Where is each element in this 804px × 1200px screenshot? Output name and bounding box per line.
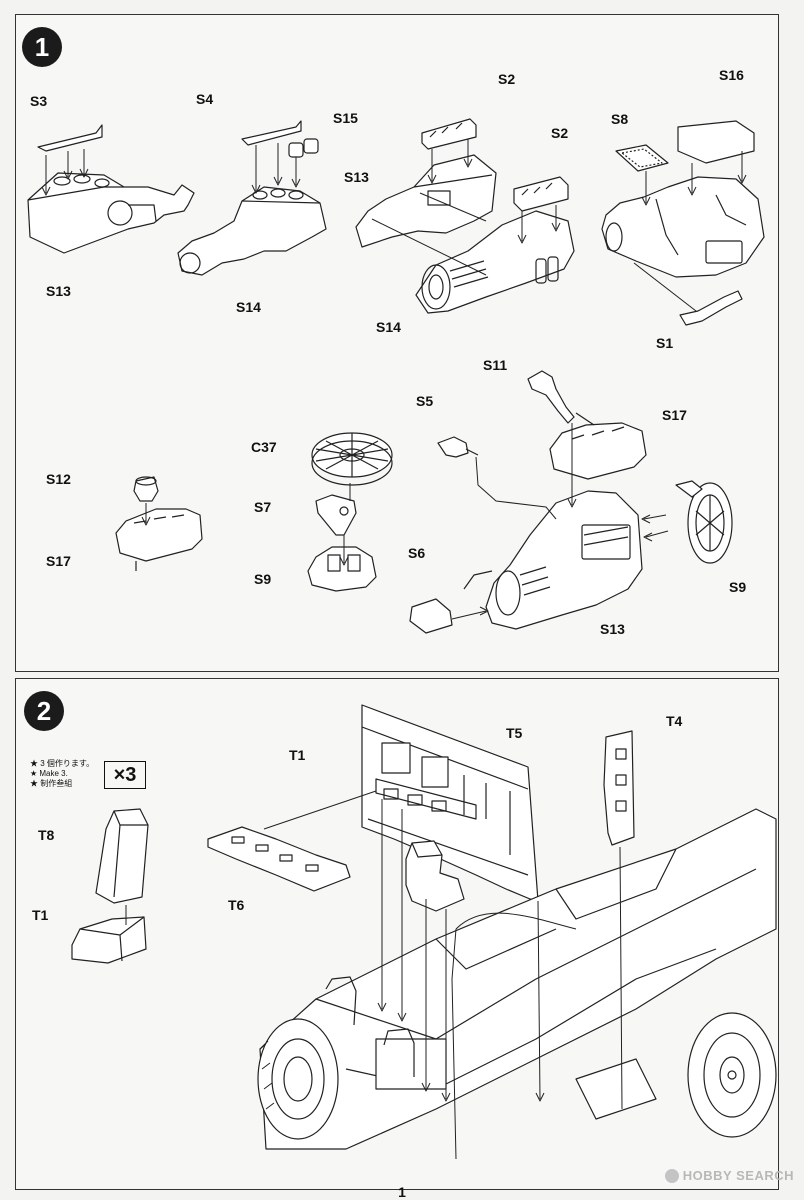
label-t1-seat: T1 — [32, 907, 49, 923]
assembly-arrows-step2 — [377, 799, 623, 1160]
label-s8: S8 — [611, 111, 629, 127]
label-s14-middle: S14 — [236, 299, 261, 315]
engine-assembly-lower — [463, 490, 643, 630]
label-s13-left: S13 — [46, 283, 71, 299]
label-t8: T8 — [38, 827, 55, 843]
control-unit-s17-right — [549, 412, 647, 480]
instrument-panel-t1 — [361, 704, 539, 902]
label-s17-right: S17 — [662, 407, 687, 423]
label-s9-flywheel: S9 — [729, 579, 747, 595]
bracket-t4 — [603, 730, 635, 846]
assembly-arrows-lower — [141, 423, 669, 620]
assembly-s9-small — [307, 546, 377, 592]
label-s12: S12 — [46, 471, 71, 487]
engine-assembly-right — [601, 176, 765, 278]
label-s4: S4 — [196, 91, 214, 107]
step-2-badge: 2 — [24, 691, 64, 731]
part-s4 — [241, 120, 302, 146]
control-unit-s17-left — [115, 508, 203, 571]
label-s6: S6 — [408, 545, 426, 561]
label-t5: T5 — [506, 725, 523, 741]
part-s12 — [133, 476, 159, 502]
step-1-number: 1 — [34, 31, 50, 62]
flywheel-s9 — [675, 480, 733, 564]
label-t1-panel: T1 — [289, 747, 306, 763]
part-s15 — [288, 138, 319, 158]
page-number: 1 — [398, 1184, 406, 1200]
label-t4: T4 — [666, 713, 683, 729]
wheel-left — [257, 1018, 339, 1140]
watermark-logo-icon — [664, 1168, 679, 1183]
engine-block-s13-left — [27, 172, 195, 254]
label-s13-right: S13 — [344, 169, 369, 185]
note-line-jp: ★ 3 個作ります。 — [30, 759, 95, 768]
label-s14-lower: S14 — [376, 319, 401, 335]
step-1-drawing — [27, 118, 765, 634]
label-s15: S15 — [333, 110, 358, 126]
label-t6: T6 — [228, 897, 245, 913]
watermark-text: HOBBY SEARCH — [682, 1168, 794, 1183]
watermark: HOBBY SEARCH — [664, 1168, 794, 1183]
make-three-note: ★ 3 個作ります。 ★ Make 3. ★ 制作叁組 — [30, 759, 94, 789]
assembly-arrows-top — [41, 139, 747, 312]
part-s8 — [615, 144, 669, 172]
part-s16 — [677, 120, 755, 164]
label-s9-small: S9 — [254, 571, 272, 587]
bracket-s7 — [315, 494, 357, 536]
part-s3 — [37, 124, 103, 152]
label-s11: S11 — [483, 357, 508, 373]
part-s1-hose — [679, 290, 743, 326]
step-2-drawing — [71, 704, 777, 1160]
step-2-number: 2 — [36, 695, 52, 726]
label-s2-right: S2 — [551, 125, 569, 141]
seat-cushion-t1 — [71, 916, 147, 964]
engine-block-s14-middle — [177, 186, 327, 276]
part-s2-top — [421, 118, 477, 150]
engine-block-s13-right — [355, 154, 497, 248]
part-s2-right — [513, 176, 569, 212]
seat-back-t8 — [95, 808, 149, 904]
label-c37: C37 — [251, 439, 277, 455]
part-s6 — [409, 598, 453, 634]
label-s5: S5 — [416, 393, 434, 409]
multiplier-text: ×3 — [113, 763, 137, 786]
label-s1: S1 — [656, 335, 674, 351]
vehicle-chassis — [259, 808, 777, 1150]
label-s13-lower: S13 — [600, 621, 625, 637]
part-s5 — [437, 436, 479, 458]
label-s2-top: S2 — [498, 71, 516, 87]
part-s11 — [527, 370, 575, 424]
wheel-right — [687, 1012, 777, 1138]
multiplier-box: ×3 — [104, 761, 146, 789]
step-2-panel: 2 ★ 3 個作ります。 ★ Make 3. ★ 制作叁組 ×3 — [15, 678, 779, 1190]
label-s16: S16 — [719, 67, 744, 83]
seat-assembled — [405, 840, 465, 912]
label-s3: S3 — [30, 93, 48, 109]
transmission-s14 — [415, 210, 575, 314]
note-line-cn: ★ 制作叁組 — [30, 779, 73, 788]
fan-c37 — [311, 432, 393, 486]
step-1-badge: 1 — [22, 27, 62, 67]
step-1-panel: 1 — [15, 14, 779, 672]
note-line-en: ★ Make 3. — [30, 769, 68, 778]
console-t6 — [207, 790, 377, 892]
label-s17-left: S17 — [46, 553, 71, 569]
label-s7: S7 — [254, 499, 272, 515]
